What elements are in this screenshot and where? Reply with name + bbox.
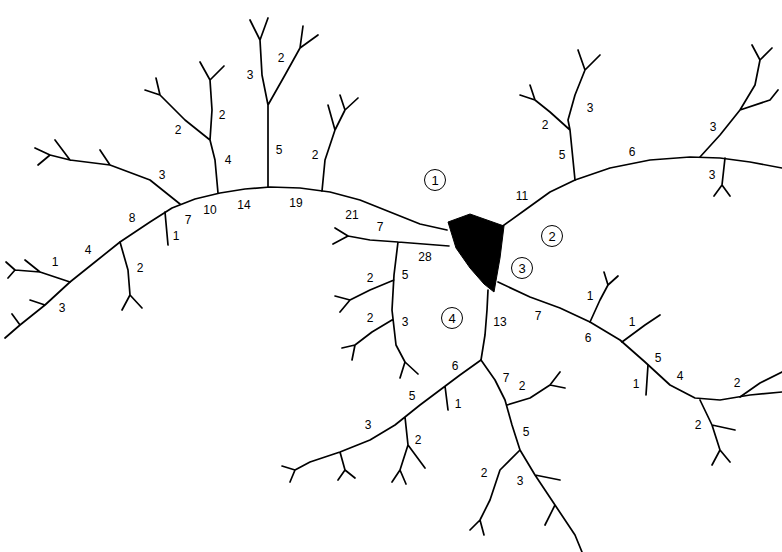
branch-count: 2: [733, 377, 742, 389]
branch-count: 7: [376, 221, 385, 233]
branch-count: 3: [246, 69, 255, 81]
dendrite-number: 2: [548, 230, 555, 243]
branch-count: 2: [277, 52, 286, 64]
branch-count: 2: [366, 312, 375, 324]
branch-count: 7: [534, 310, 543, 322]
dendrite: [498, 282, 782, 400]
branch-count: 2: [518, 380, 527, 392]
branch-count: 14: [236, 199, 251, 211]
branch-count: 5: [275, 144, 284, 156]
dendrite: [500, 157, 782, 228]
branch-count: 5: [401, 269, 410, 281]
branch-count: 28: [417, 251, 432, 263]
branch-count: 19: [288, 197, 303, 209]
branch-count: 3: [586, 102, 595, 114]
circled-number: 3: [511, 257, 533, 279]
branch-count: 2: [694, 419, 703, 431]
branch-count: 4: [676, 370, 685, 382]
branch-count: 7: [184, 214, 193, 226]
branch-count: 4: [84, 244, 93, 256]
dendrite: [322, 95, 358, 191]
circled-number: 2: [541, 225, 563, 247]
branch-count: 10: [202, 204, 217, 216]
dendrite: [165, 212, 168, 245]
branch-count: 2: [366, 272, 375, 284]
dendrite: [333, 228, 449, 378]
dendrite-number: 4: [448, 312, 455, 325]
branch-count: 2: [218, 109, 227, 121]
branch-count: 2: [311, 149, 320, 161]
dendrite: [250, 18, 318, 187]
dendrite: [481, 290, 488, 360]
branch-count: 2: [480, 467, 489, 479]
branch-count: 1: [454, 398, 463, 410]
branch-count: 3: [364, 419, 373, 431]
branch-count: 1: [172, 230, 181, 242]
branch-count: 7: [502, 372, 511, 384]
dendrite-number: 1: [431, 174, 438, 187]
branch-count: 13: [492, 316, 507, 328]
dendrite: [35, 140, 180, 204]
dendrite: [590, 272, 782, 465]
circled-number: 4: [441, 307, 463, 329]
circled-number: 1: [424, 169, 446, 191]
branch-count: 21: [344, 209, 359, 221]
branch-count: 3: [516, 475, 525, 487]
dendrite: [714, 158, 730, 196]
branch-count: 1: [632, 378, 641, 390]
branch-count: 3: [401, 316, 410, 328]
branch-count: 1: [628, 316, 637, 328]
branch-count: 11: [515, 190, 529, 202]
dendrite: [520, 50, 600, 180]
branch-count: 1: [51, 256, 60, 268]
branch-count: 5: [558, 149, 567, 161]
branch-count: 4: [224, 154, 233, 166]
dendrite: [282, 360, 481, 484]
branch-count: 6: [584, 332, 593, 344]
cell-body: [448, 214, 504, 292]
branch-count: 3: [58, 302, 67, 314]
branch-count: 2: [541, 119, 550, 131]
branch-count: 5: [522, 426, 531, 438]
dendrite: [470, 360, 582, 552]
dendrite-number: 3: [518, 262, 525, 275]
branch-count: 3: [708, 169, 717, 181]
branch-count: 5: [654, 352, 663, 364]
branch-count: 1: [586, 290, 595, 302]
branch-count: 5: [408, 390, 417, 402]
branch-count: 2: [174, 124, 183, 136]
branch-count: 6: [628, 146, 637, 158]
branch-count: 2: [136, 262, 145, 274]
dendrite: [700, 45, 778, 157]
dendrite: [145, 62, 224, 193]
dendrite: [120, 242, 142, 310]
branch-count: 3: [158, 169, 167, 181]
dendrite: [6, 260, 70, 282]
branch-count: 2: [414, 434, 423, 446]
branch-count: 3: [709, 121, 718, 133]
branch-count: 6: [451, 360, 460, 372]
dendrite: [5, 187, 447, 338]
branch-count: 8: [128, 212, 137, 224]
